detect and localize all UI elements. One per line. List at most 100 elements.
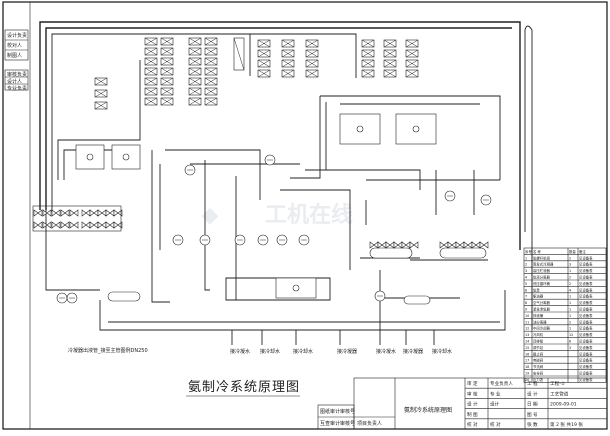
- air-cooler-unit: [144, 67, 158, 76]
- watermark: ◆ 工机在线: [202, 202, 353, 228]
- unit-cross: [383, 39, 397, 48]
- air-cooler-unit: [405, 49, 419, 58]
- valve-body: [81, 221, 87, 229]
- legend-frame: [523, 247, 607, 383]
- pipe-drop-label: 接冷凝器: [403, 348, 423, 355]
- pipe-run: [151, 150, 170, 303]
- air-cooler-unit: [281, 49, 295, 58]
- valve-body: [413, 241, 419, 249]
- air-cooler-unit: [204, 87, 218, 96]
- air-cooler-unit: [281, 69, 295, 78]
- vessel: [395, 113, 437, 145]
- vessel: [111, 144, 141, 170]
- legend-cell: 见设备表: [579, 268, 593, 273]
- unit-cross: [144, 87, 158, 96]
- valve-body: [73, 221, 79, 229]
- valve: [409, 241, 419, 249]
- unit-cross: [144, 77, 158, 86]
- valve-body: [105, 209, 111, 217]
- legend-cell: 见设备表: [579, 326, 593, 331]
- air-cooler-unit: [160, 77, 174, 86]
- valve-body: [46, 221, 52, 229]
- legend-cell: 见设备表: [579, 319, 593, 324]
- legend-cell: 18: [525, 365, 529, 369]
- legend-header-cell: 名 称: [533, 249, 541, 254]
- valve-body: [42, 221, 48, 229]
- unit-cross: [160, 37, 174, 46]
- title-block-cell: 审 核: [467, 390, 478, 397]
- valve-body: [117, 221, 123, 229]
- unit-cross: [383, 49, 397, 58]
- pump: [480, 194, 492, 206]
- pipe-drop-label: 接冷却水: [260, 348, 280, 355]
- unit-cross: [204, 97, 218, 106]
- margin-label: 校对人: [7, 42, 22, 49]
- legend-cell: 冷风机: [533, 332, 544, 337]
- air-cooler-unit: [160, 87, 174, 96]
- legend-cell: 7: [525, 295, 527, 299]
- valve-body: [117, 209, 123, 217]
- margin-label: 制图人: [7, 52, 22, 59]
- valve-body: [373, 241, 379, 249]
- valve-body: [93, 221, 99, 229]
- pipe-run: [45, 27, 512, 210]
- legend-cell: 14: [525, 340, 529, 344]
- pipe-drop-label: 接冷却水: [432, 348, 452, 355]
- legend-cell: 3: [569, 346, 571, 350]
- pump: [199, 234, 211, 246]
- legend-cell: 5: [525, 282, 527, 286]
- unit-cross: [361, 59, 375, 68]
- valve-body: [51, 209, 57, 217]
- air-cooler-unit: [188, 57, 202, 66]
- legend-cell: 3: [569, 263, 571, 267]
- pipe-network: [39, 21, 533, 345]
- legend-cell: 截止阀: [533, 351, 544, 356]
- valve-body: [51, 221, 57, 229]
- legend-cell: 8: [525, 301, 527, 305]
- legend-cell: 见设备表: [579, 294, 593, 299]
- unit-cross: [94, 89, 108, 98]
- air-cooler-unit: [405, 39, 419, 48]
- legend-cell: 油分离器: [533, 319, 547, 324]
- legend-cell: 1: [569, 327, 571, 331]
- title-block-note: 项目负责人: [357, 420, 382, 427]
- valve-body: [73, 209, 79, 217]
- unit-cross: [160, 67, 174, 76]
- legend-cell: 13: [525, 333, 529, 337]
- air-cooler-unit: [160, 57, 174, 66]
- unit-cross: [383, 69, 397, 78]
- title-block-note: 图纸审计审核号: [320, 408, 355, 415]
- valve: [463, 241, 473, 249]
- vessel-marker: [292, 284, 300, 292]
- valve-body: [113, 221, 119, 229]
- valve: [51, 221, 61, 229]
- title-block-note: 互查审计审核号: [320, 420, 355, 427]
- valve-body: [101, 221, 107, 229]
- valve-body: [385, 241, 391, 249]
- air-cooler-unit: [188, 67, 202, 76]
- air-cooler-unit: [204, 37, 218, 46]
- unit-cross: [188, 97, 202, 106]
- air-cooler-unit: [281, 59, 295, 68]
- unit-cross: [361, 39, 375, 48]
- unit-cross: [144, 57, 158, 66]
- valve: [479, 241, 489, 249]
- vessel-marker: [122, 153, 130, 161]
- pipe-drop-label: 接冷凝器: [337, 348, 357, 355]
- unit-cross: [204, 57, 218, 66]
- legend-cell: 见设备表: [579, 262, 593, 267]
- pump: [298, 234, 310, 246]
- legend-cell: 节流阀: [533, 364, 544, 369]
- air-cooler-unit: [204, 47, 218, 56]
- legend-cell: 见设备表: [579, 275, 593, 280]
- air-cooler-unit: [204, 67, 218, 76]
- left-margin-block-mid: 审核负责 设计人 专业负责: [4, 69, 29, 92]
- valve-manifold: [32, 205, 489, 249]
- valve: [89, 221, 99, 229]
- legend-cell: 1: [569, 301, 571, 305]
- legend-cell: 见设备表: [579, 377, 593, 382]
- legend-cell: 11: [525, 320, 529, 324]
- air-cooler-unit: [383, 59, 397, 68]
- valve-body: [471, 241, 477, 249]
